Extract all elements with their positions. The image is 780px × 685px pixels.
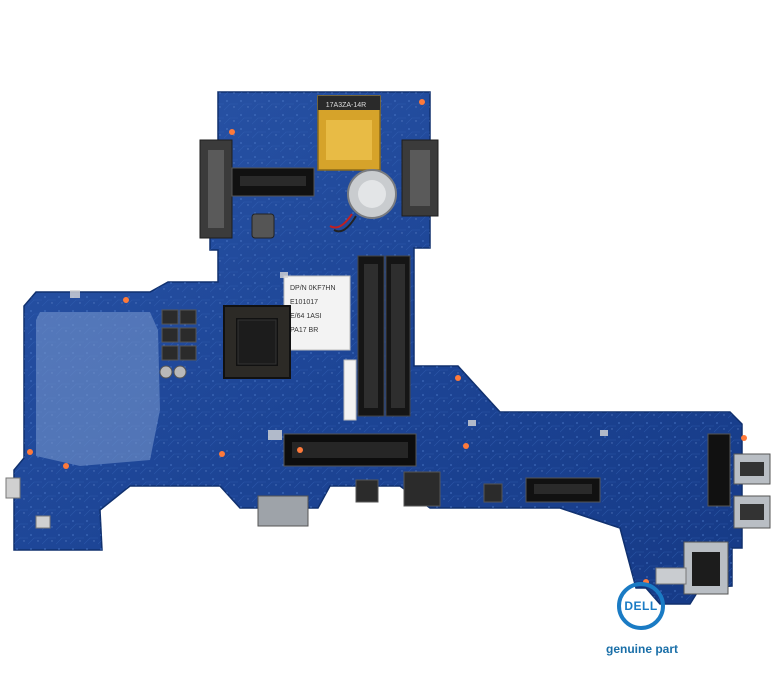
sticker-line-2: E101017 [290,299,318,306]
sticker-line-1: DP/N 0KF7HN [290,285,336,292]
slot-label: 17A3ZA-14R [326,102,366,109]
genuine-part-label: genuine part [605,642,678,656]
silkscreen-region [36,312,160,466]
dell-logo-text: DELL [624,599,658,613]
product-sticker: DP/N 0KF7HN E101017 E/64 1ASI PA17 BR [283,275,351,351]
sticker-line-4: PA17 BR [290,327,318,334]
dell-logo: DELL [617,582,665,630]
brand-block: DELL genuine part [596,582,716,672]
sticker-line-3: E/64 1ASI [290,313,322,320]
minipcie-slot-right [707,433,731,507]
capacitor-bank [159,309,197,379]
